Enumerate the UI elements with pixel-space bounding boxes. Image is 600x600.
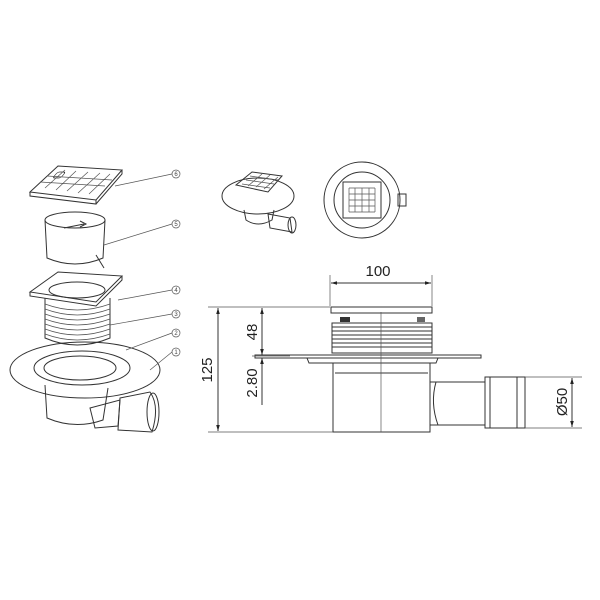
part-body [44,384,160,433]
svg-text:5: 5 [174,222,178,228]
callout-2: 2 [171,328,181,338]
part-flange [9,341,161,399]
callout-5: 5 [171,219,181,229]
callout-1: 1 [171,347,181,357]
callout-6: 6 [171,169,181,179]
callouts: 6 5 4 3 2 1 [103,169,181,371]
svg-text:Ø50: Ø50 [554,388,571,416]
dimension-upper-height: 48 [244,308,290,357]
svg-text:3: 3 [174,312,178,318]
part-bucket [44,211,106,269]
assembled-3d-view [221,171,297,234]
exploded-view: 6 5 4 3 2 1 [9,165,181,433]
svg-text:100: 100 [365,263,390,280]
callout-3: 3 [171,309,181,319]
callout-4: 4 [171,285,181,295]
side-elevation: 100 125 48 2.80 Ø50 [199,263,582,433]
svg-text:6: 6 [174,172,178,178]
svg-text:2.80: 2.80 [244,368,261,397]
svg-text:125: 125 [199,357,216,382]
dimension-total-height: 125 [199,306,333,433]
svg-text:4: 4 [174,288,178,294]
dimension-width: 100 [329,263,433,306]
dimension-outlet-diameter: Ø50 [525,376,582,429]
dimension-lower-height: 2.80 [244,358,264,405]
svg-text:1: 1 [174,350,178,356]
top-view [323,161,407,239]
part-frame [28,271,124,346]
svg-text:48: 48 [244,324,261,341]
part-grate [28,165,124,205]
svg-text:2: 2 [174,331,178,337]
